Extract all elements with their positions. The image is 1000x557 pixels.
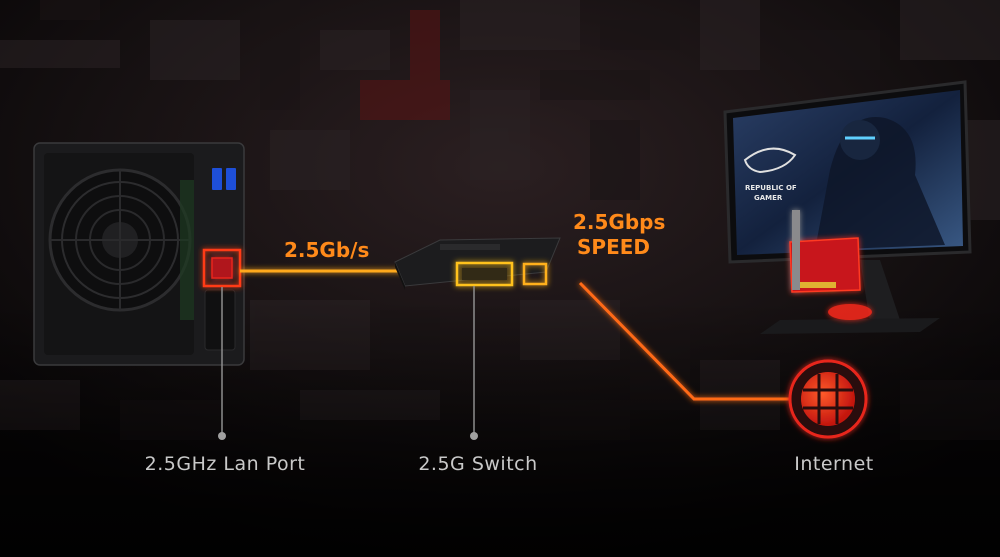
- link-switch-to-internet: [578, 281, 790, 401]
- globe-icon: [788, 359, 868, 439]
- monitor-brand-line2: GAMER: [754, 194, 783, 202]
- monitor-brand-line1: REPUBLIC OF: [745, 184, 797, 192]
- nas-device: [33, 142, 245, 366]
- label-pointers: [218, 286, 478, 440]
- nas-lan-port: [202, 248, 242, 288]
- switch-ports-highlight: [455, 261, 548, 287]
- gaming-monitor: REPUBLIC OF GAMER: [723, 80, 972, 334]
- switch-label: 2.5G Switch: [418, 453, 537, 475]
- nas-switch-speed-label: 2.5Gb/s: [284, 238, 369, 262]
- internet-label: Internet: [794, 453, 873, 475]
- nas-port-label: 2.5GHz Lan Port: [145, 453, 306, 475]
- usb-port-icon: [212, 168, 222, 190]
- usb-port-icon: [226, 168, 236, 190]
- network-card: [789, 210, 861, 293]
- pc-speed-label-line1: 2.5Gbps: [573, 210, 665, 234]
- fan-icon: [48, 168, 192, 312]
- pc-speed-label-line2: SPEED: [577, 235, 650, 259]
